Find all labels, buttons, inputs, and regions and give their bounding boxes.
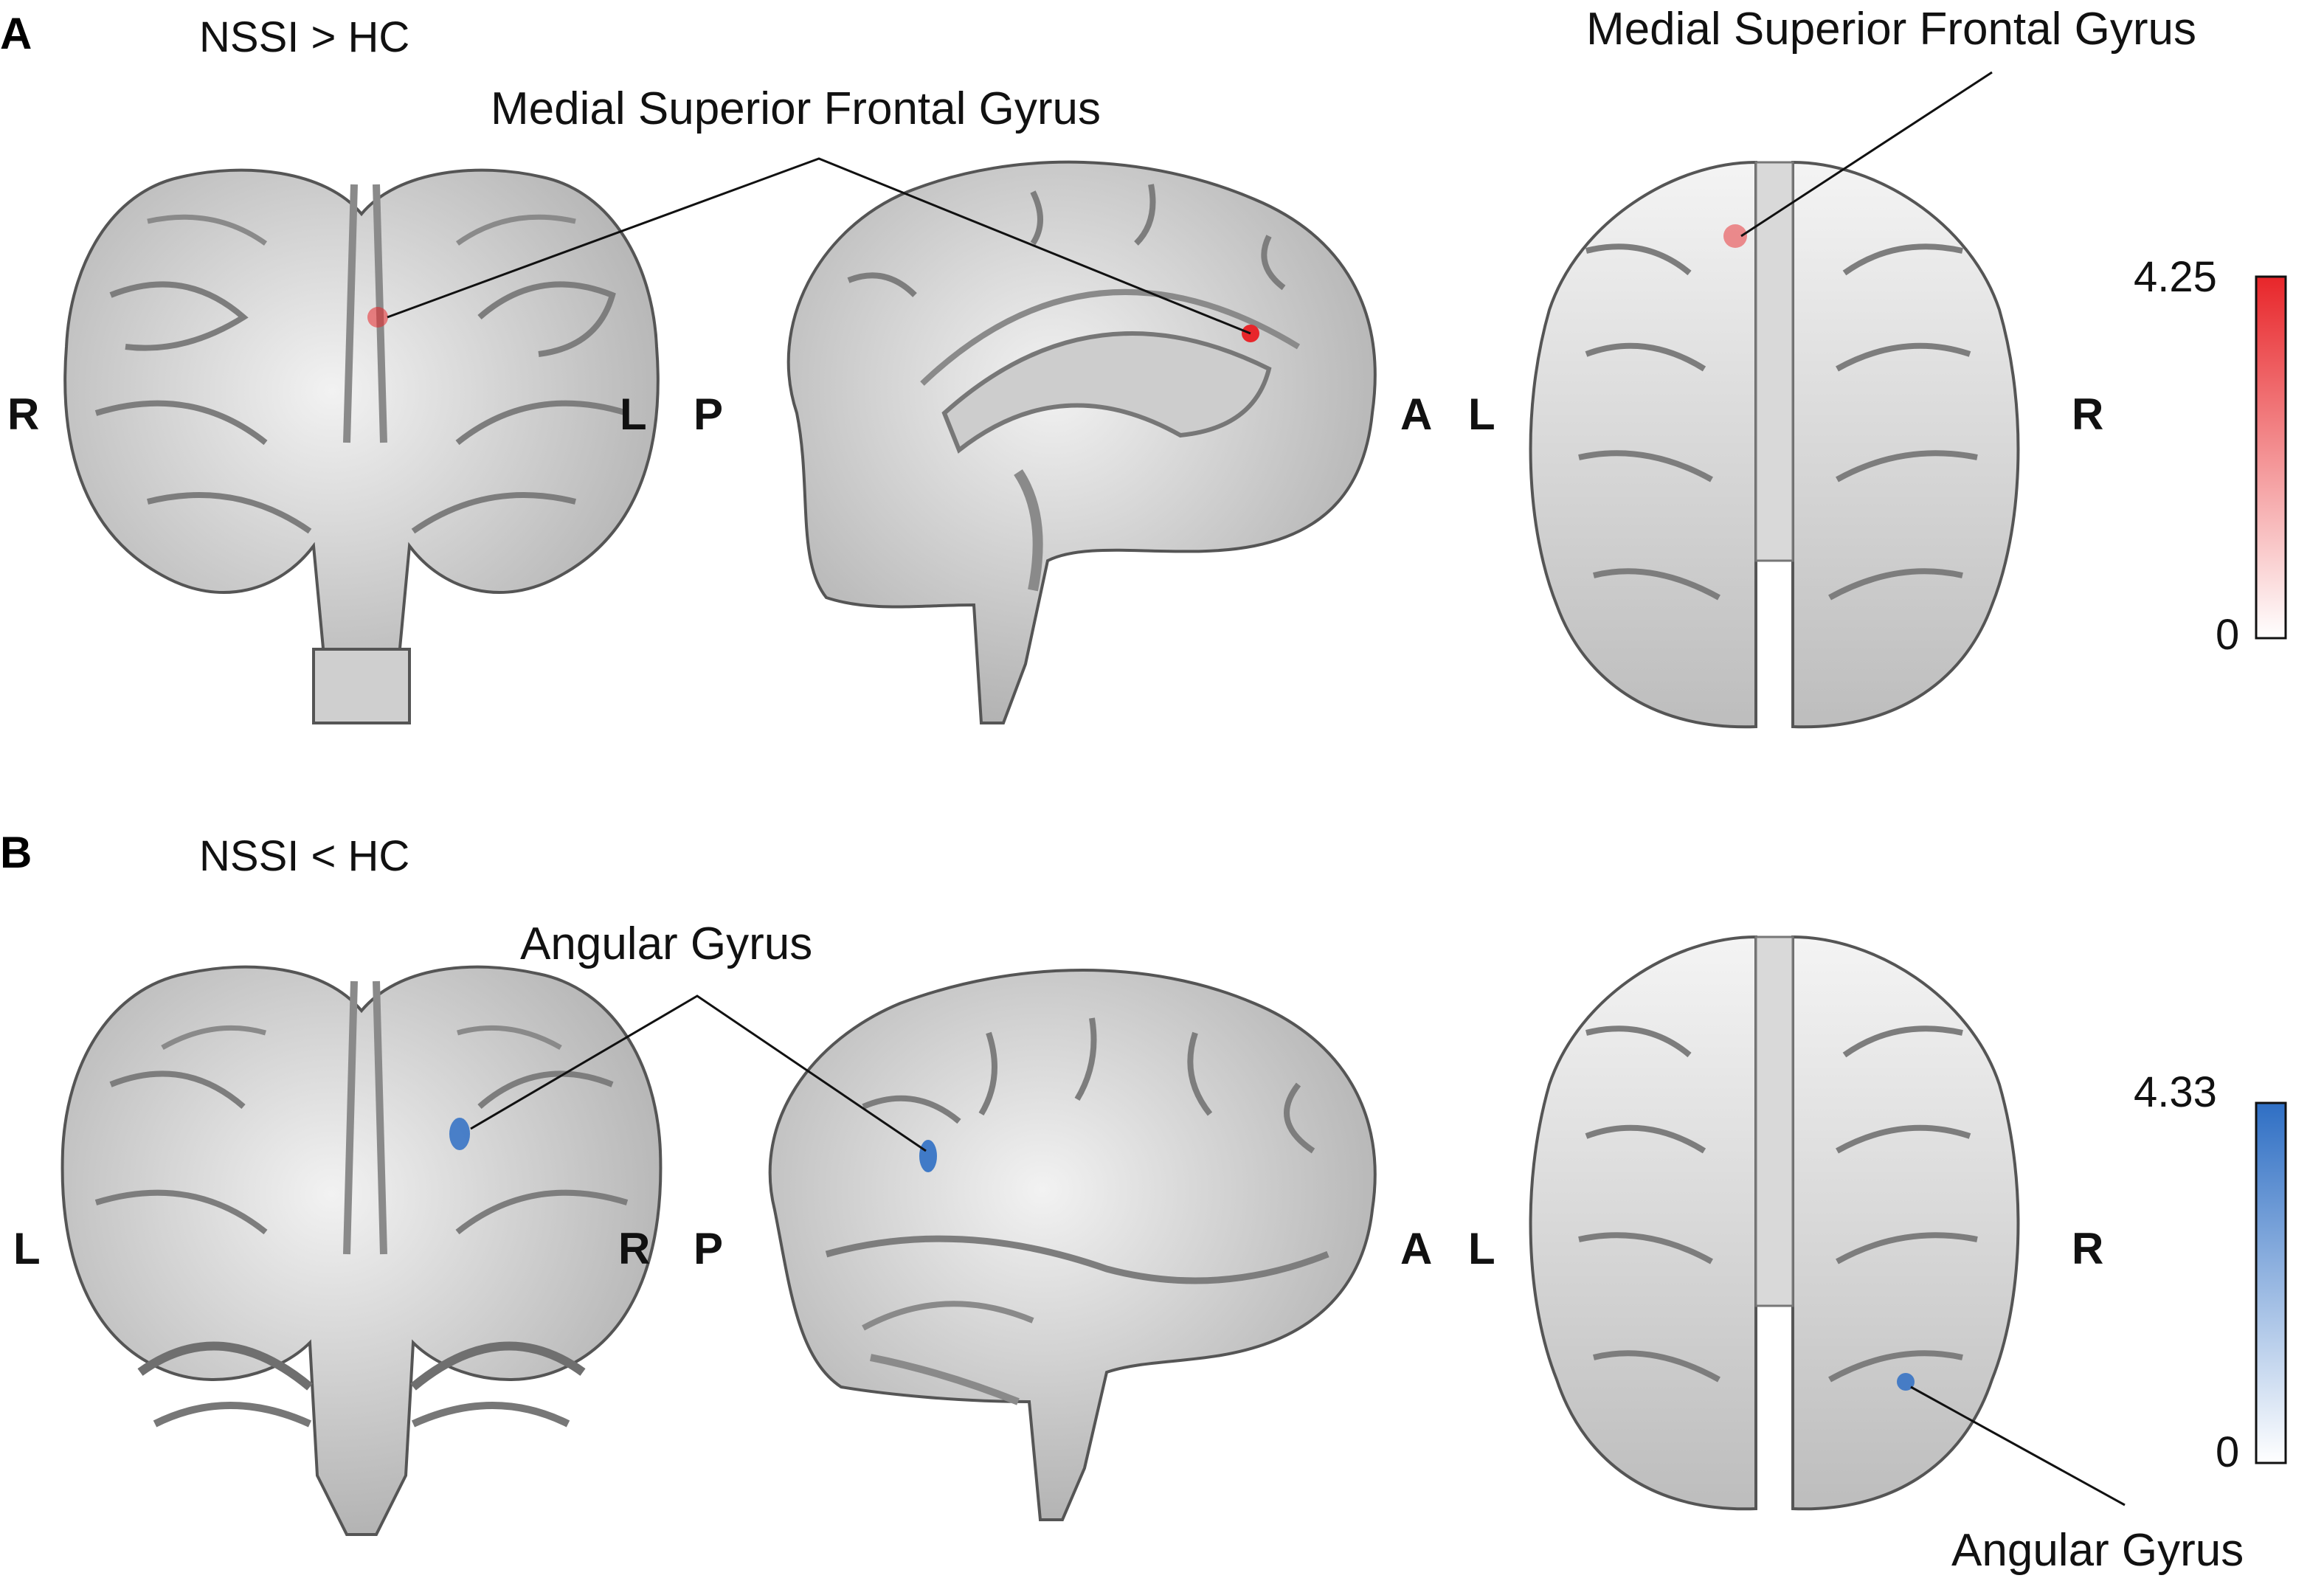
- panel-a-axial-brain: [1529, 160, 2020, 729]
- panel-a-coronal-right-label: L: [620, 390, 647, 439]
- panel-a-sagittal-left-label: P: [694, 390, 723, 439]
- panel-b: B NSSI < HC L R P A: [0, 828, 2287, 1576]
- panel-a-colorbar-max: 4.25: [2134, 253, 2217, 301]
- panel-a-coronal-cluster: [367, 307, 388, 328]
- panel-b-coronal-right-label: R: [618, 1224, 650, 1273]
- panel-b-coronal-brain: [60, 965, 663, 1536]
- panel-b-coronal-left-label: L: [13, 1224, 41, 1273]
- panel-a-sagittal-right-label: A: [1400, 390, 1432, 439]
- panel-b-sagittal-cluster: [919, 1140, 937, 1172]
- panel-b-letter: B: [0, 828, 32, 877]
- panel-b-annotation-right-leader: [1910, 1385, 2126, 1506]
- panel-a-annotation-middle-leader: [387, 157, 1251, 335]
- panel-a-axial-left-label: L: [1468, 390, 1495, 439]
- panel-b-annotation-middle-leader: [470, 994, 927, 1152]
- panel-a-colorbar: [2255, 275, 2287, 640]
- panel-a-colorbar-min: 0: [2216, 611, 2239, 659]
- panel-a-coronal-left-label: R: [7, 390, 39, 439]
- panel-a-letter: A: [0, 9, 32, 58]
- panel-b-axial-brain: [1529, 935, 2020, 1511]
- panel-b-sagittal-right-label: A: [1400, 1224, 1432, 1273]
- panel-b-colorbar-max: 4.33: [2134, 1068, 2217, 1116]
- panel-b-sagittal-left-label: P: [694, 1224, 723, 1273]
- panel-a-annotation-middle: Medial Superior Frontal Gyrus: [491, 83, 1101, 134]
- panel-b-colorbar-min: 0: [2216, 1428, 2239, 1476]
- panel-b-contrast-label: NSSI < HC: [199, 832, 409, 880]
- panel-a-contrast-label: NSSI > HC: [199, 13, 409, 61]
- panel-b-axial-right-label: R: [2072, 1224, 2103, 1273]
- panel-b-axial-left-label: L: [1468, 1224, 1495, 1273]
- panel-b-sagittal-brain: [768, 969, 1377, 1521]
- panel-a-coronal-brain: [63, 168, 660, 724]
- panel-a-axial-right-label: R: [2072, 390, 2103, 439]
- panel-b-coronal-cluster: [449, 1118, 470, 1150]
- panel-a-annotation-right: Medial Superior Frontal Gyrus: [1586, 4, 2196, 55]
- panel-a: A NSSI > HC R L P A: [0, 4, 2287, 729]
- panel-a-annotation-right-leader: [1740, 71, 1993, 238]
- panel-a-axial-cluster: [1723, 224, 1747, 248]
- panel-b-annotation-middle: Angular Gyrus: [520, 918, 812, 969]
- panel-a-sagittal-brain: [786, 160, 1377, 724]
- panel-b-axial-cluster: [1897, 1373, 1915, 1391]
- panel-b-annotation-right: Angular Gyrus: [1951, 1525, 2244, 1576]
- panel-b-colorbar: [2255, 1101, 2287, 1464]
